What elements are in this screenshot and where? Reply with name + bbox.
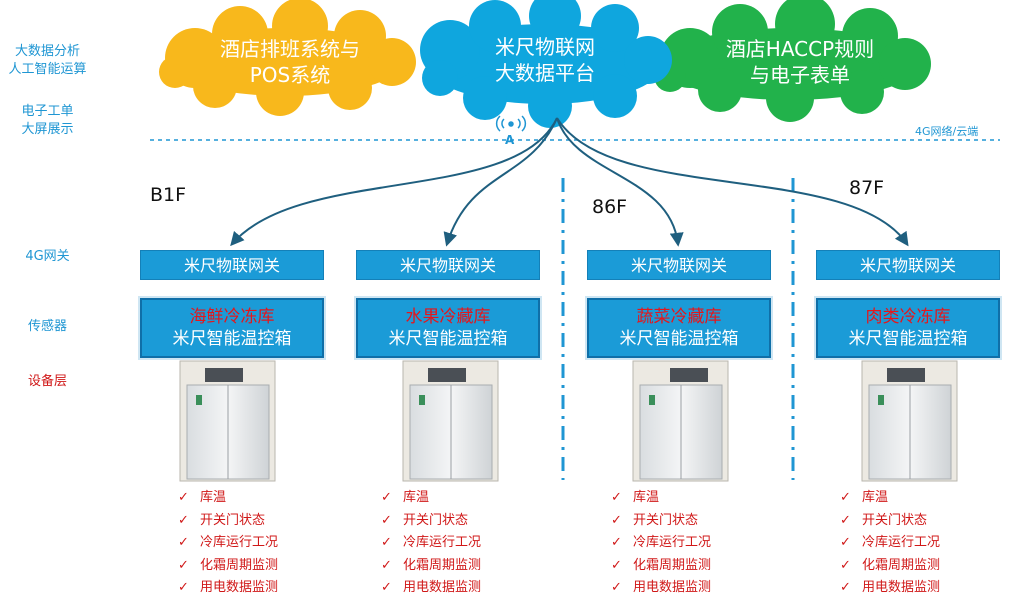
cloud-pos-line2: POS系统 bbox=[249, 63, 331, 87]
list-item: ✓冷库运行工况 bbox=[611, 532, 761, 555]
check-icon: ✓ bbox=[840, 580, 851, 595]
list-item: ✓开关门状态 bbox=[840, 510, 990, 533]
check-icon: ✓ bbox=[611, 535, 622, 550]
list-item: ✓冷库运行工况 bbox=[840, 532, 990, 555]
label-device-layer: 设备层 bbox=[27, 374, 67, 389]
label-big-screen: 大屏展示 bbox=[21, 122, 74, 137]
checklist-1: ✓库温 ✓开关门状态 ✓冷库运行工况 ✓化霜周期监测 ✓用电数据监测 bbox=[178, 487, 328, 600]
list-item: ✓用电数据监测 bbox=[840, 577, 990, 600]
cloud-big-data-platform bbox=[420, 0, 672, 128]
list-item: ✓开关门状态 bbox=[381, 510, 531, 533]
room-name-1: 海鲜冷冻库 bbox=[189, 307, 275, 327]
label-ai-computing: 人工智能运算 bbox=[8, 62, 87, 77]
connector-lines bbox=[230, 117, 909, 247]
cloud-haccp-line1: 酒店HACCP规则 bbox=[725, 37, 875, 61]
sensor-box-1: 海鲜冷冻库 米尺智能温控箱 bbox=[140, 298, 324, 358]
check-icon: ✓ bbox=[611, 512, 622, 528]
cabinet-1 bbox=[179, 360, 276, 482]
cloud-haccp-line2: 与电子表单 bbox=[750, 63, 850, 87]
antenna-label: A bbox=[505, 133, 515, 147]
cloud-pos-line1: 酒店排班系统与 bbox=[220, 37, 360, 61]
antenna-icon bbox=[495, 115, 527, 132]
cloud-haccp bbox=[654, 0, 931, 122]
list-item: ✓冷库运行工况 bbox=[178, 532, 328, 555]
check-icon: ✓ bbox=[611, 580, 622, 595]
list-item: ✓用电数据监测 bbox=[178, 577, 328, 600]
floor-label-86f: 86F bbox=[592, 196, 628, 218]
gateway-4: 米尺物联网关 bbox=[816, 250, 1000, 280]
label-work-order: 电子工单 bbox=[21, 104, 74, 119]
cabinet-4 bbox=[861, 360, 958, 482]
list-item: ✓库温 bbox=[381, 487, 531, 510]
checklist-2: ✓库温 ✓开关门状态 ✓冷库运行工况 ✓化霜周期监测 ✓用电数据监测 bbox=[381, 487, 531, 600]
list-item: ✓化霜周期监测 bbox=[178, 555, 328, 578]
list-item: ✓用电数据监测 bbox=[611, 577, 761, 600]
sensor-box-3: 蔬菜冷藏库 米尺智能温控箱 bbox=[587, 298, 771, 358]
check-icon: ✓ bbox=[381, 490, 392, 505]
check-icon: ✓ bbox=[840, 535, 851, 550]
checklist-4: ✓库温 ✓开关门状态 ✓冷库运行工况 ✓化霜周期监测 ✓用电数据监测 bbox=[840, 487, 990, 600]
check-icon: ✓ bbox=[840, 490, 851, 505]
floor-label-87f: 87F bbox=[849, 177, 885, 199]
label-gateway-layer: 4G网关 bbox=[25, 249, 70, 264]
cabinet-3 bbox=[632, 360, 729, 482]
check-icon: ✓ bbox=[381, 535, 392, 550]
list-item: ✓开关门状态 bbox=[178, 510, 328, 533]
list-item: ✓用电数据监测 bbox=[381, 577, 531, 600]
list-item: ✓化霜周期监测 bbox=[381, 555, 531, 578]
sensor-box-2: 水果冷藏库 米尺智能温控箱 bbox=[356, 298, 540, 358]
cloud-platform-line1: 米尺物联网 bbox=[495, 35, 595, 59]
connector-to-gateway-1 bbox=[230, 117, 558, 247]
room-name-2: 水果冷藏库 bbox=[405, 307, 491, 327]
check-icon: ✓ bbox=[381, 557, 392, 573]
check-icon: ✓ bbox=[840, 512, 851, 528]
floor-label-b1f: B1F bbox=[150, 184, 187, 206]
list-item: ✓库温 bbox=[840, 487, 990, 510]
cloud-pos-text: 酒店排班系统与 POS系统 bbox=[195, 36, 385, 88]
list-item: ✓冷库运行工况 bbox=[381, 532, 531, 555]
checklist-3: ✓库温 ✓开关门状态 ✓冷库运行工况 ✓化霜周期监测 ✓用电数据监测 bbox=[611, 487, 761, 600]
check-icon: ✓ bbox=[178, 535, 189, 550]
room-name-3: 蔬菜冷藏库 bbox=[636, 307, 722, 327]
box-name-1: 米尺智能温控箱 bbox=[172, 329, 292, 349]
label-big-data-analysis: 大数据分析 bbox=[14, 44, 80, 59]
box-name-2: 米尺智能温控箱 bbox=[388, 329, 508, 349]
connector-to-gateway-4 bbox=[556, 117, 909, 247]
check-icon: ✓ bbox=[178, 490, 189, 505]
check-icon: ✓ bbox=[381, 512, 392, 528]
list-item: ✓库温 bbox=[178, 487, 328, 510]
cloud-pos-system bbox=[159, 0, 416, 116]
gateway-2: 米尺物联网关 bbox=[356, 250, 540, 280]
check-icon: ✓ bbox=[178, 557, 189, 573]
check-icon: ✓ bbox=[840, 557, 851, 573]
cabinet-2 bbox=[402, 360, 499, 482]
network-label: 4G网络/云端 bbox=[915, 125, 979, 138]
list-item: ✓化霜周期监测 bbox=[611, 555, 761, 578]
box-name-3: 米尺智能温控箱 bbox=[619, 329, 739, 349]
check-icon: ✓ bbox=[611, 490, 622, 505]
cloud-platform-line2: 大数据平台 bbox=[495, 61, 595, 85]
connector-to-gateway-3 bbox=[556, 117, 684, 247]
box-name-4: 米尺智能温控箱 bbox=[848, 329, 968, 349]
list-item: ✓化霜周期监测 bbox=[840, 555, 990, 578]
list-item: ✓库温 bbox=[611, 487, 761, 510]
sensor-box-4: 肉类冷冻库 米尺智能温控箱 bbox=[816, 298, 1000, 358]
label-sensor-layer: 传感器 bbox=[27, 319, 67, 334]
check-icon: ✓ bbox=[381, 580, 392, 595]
cloud-haccp-text: 酒店HACCP规则 与电子表单 bbox=[700, 36, 900, 88]
list-item: ✓开关门状态 bbox=[611, 510, 761, 533]
connector-to-gateway-2 bbox=[443, 117, 558, 247]
check-icon: ✓ bbox=[611, 557, 622, 573]
check-icon: ✓ bbox=[178, 580, 189, 595]
gateway-1: 米尺物联网关 bbox=[140, 250, 324, 280]
check-icon: ✓ bbox=[178, 512, 189, 528]
gateway-3: 米尺物联网关 bbox=[587, 250, 771, 280]
cloud-platform-text: 米尺物联网 大数据平台 bbox=[455, 34, 635, 86]
room-name-4: 肉类冷冻库 bbox=[865, 307, 951, 327]
